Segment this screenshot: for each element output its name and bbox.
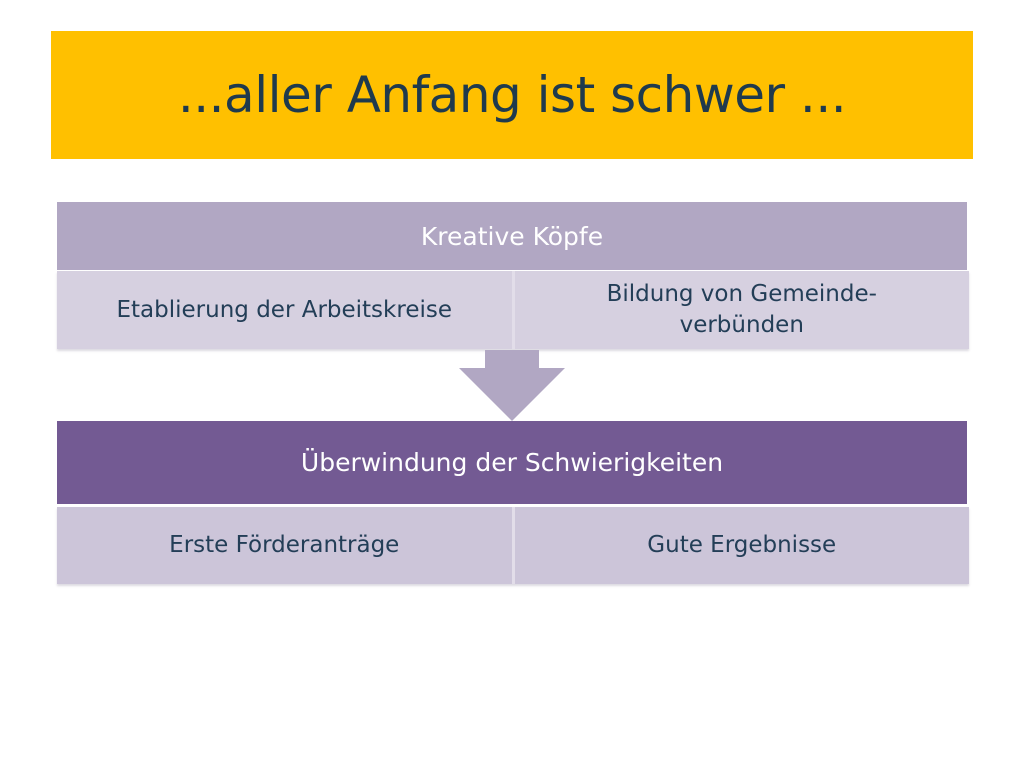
row-group1: Etablierung der Arbeitskreise Bildung vo… bbox=[57, 271, 969, 349]
cell-gemeindeverbuende-line2: verbünden bbox=[679, 312, 804, 338]
slide-title: ...aller Anfang ist schwer ... bbox=[177, 66, 847, 124]
cell-arbeitskreise: Etablierung der Arbeitskreise bbox=[57, 271, 512, 349]
cell-gute-ergebnisse-label: Gute Ergebnisse bbox=[647, 532, 837, 558]
header-ueberwindung-label: Überwindung der Schwierigkeiten bbox=[300, 448, 724, 477]
cell-foerderantraege: Erste Förderanträge bbox=[57, 507, 512, 584]
cell-gemeindeverbuende: Bildung von Gemeinde- verbünden bbox=[511, 271, 969, 349]
header-ueberwindung: Überwindung der Schwierigkeiten bbox=[57, 421, 967, 504]
cell-arbeitskreise-label: Etablierung der Arbeitskreise bbox=[116, 296, 453, 323]
header-kreative-koepfe-label: Kreative Köpfe bbox=[420, 221, 604, 251]
cell-gemeindeverbuende-line1: Bildung von Gemeinde- bbox=[606, 281, 877, 307]
title-bar: ...aller Anfang ist schwer ... bbox=[51, 31, 973, 159]
cell-foerderantraege-label: Erste Förderanträge bbox=[169, 532, 400, 558]
row-group2: Erste Förderanträge Gute Ergebnisse bbox=[57, 507, 969, 584]
cell-gute-ergebnisse: Gute Ergebnisse bbox=[511, 507, 969, 584]
cell-gemeindeverbuende-label: Bildung von Gemeinde- verbünden bbox=[607, 279, 877, 341]
down-arrow-shape bbox=[459, 350, 565, 421]
header-kreative-koepfe: Kreative Köpfe bbox=[57, 202, 967, 270]
